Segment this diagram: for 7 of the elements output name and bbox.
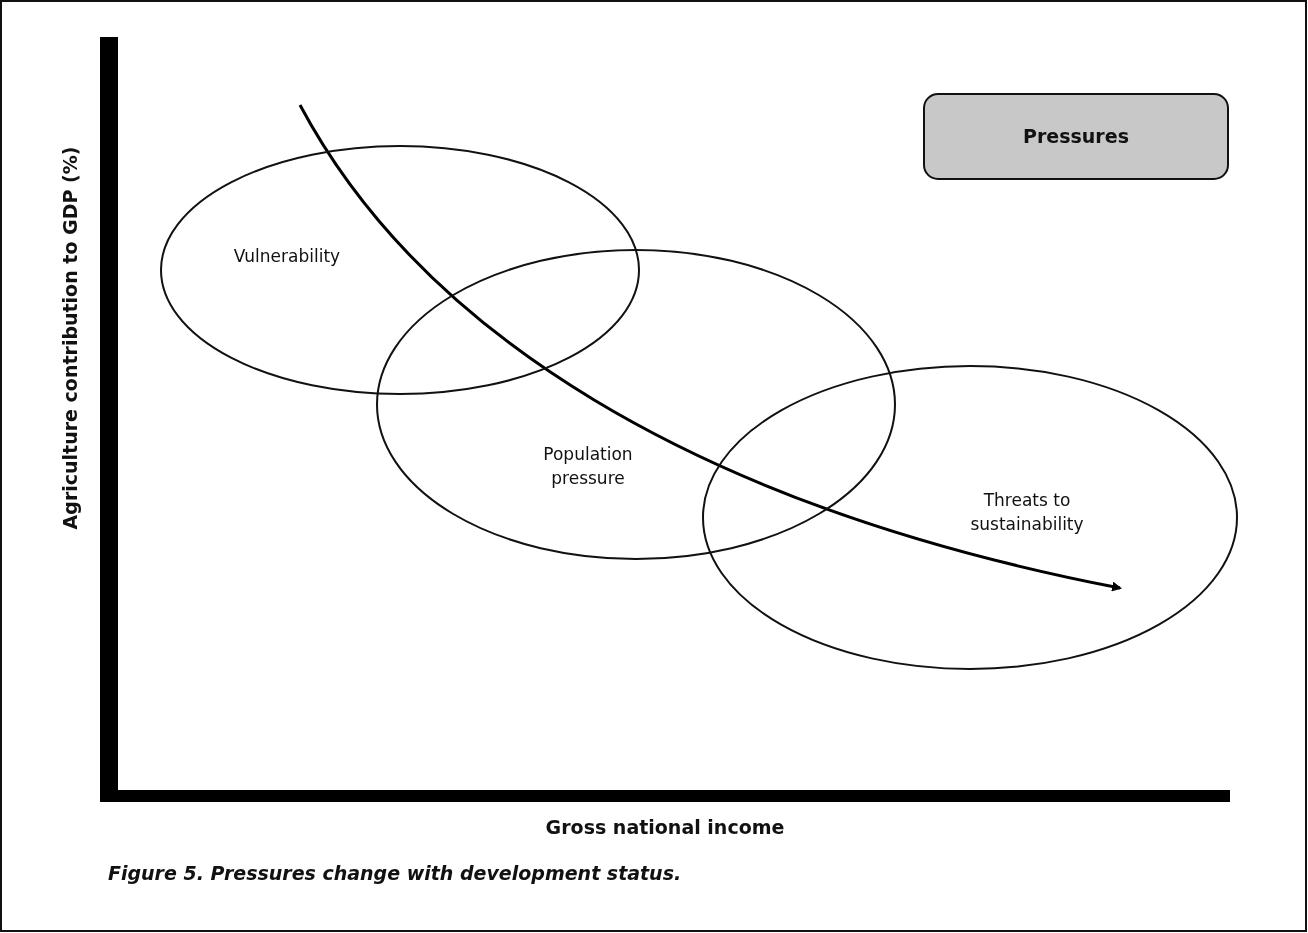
node-label: Vulnerability: [232, 245, 342, 268]
caption: Figure 5. Pressures change with development status.: [108, 862, 682, 884]
node-label: Population pressure: [542, 443, 634, 490]
node-label: Pressures: [1022, 124, 1130, 148]
x-axis-title: Gross national income: [545, 816, 785, 838]
y-axis-title: Agriculture contribution to GDP (%): [59, 146, 81, 530]
node-label: Threats to sustainability: [969, 489, 1085, 536]
